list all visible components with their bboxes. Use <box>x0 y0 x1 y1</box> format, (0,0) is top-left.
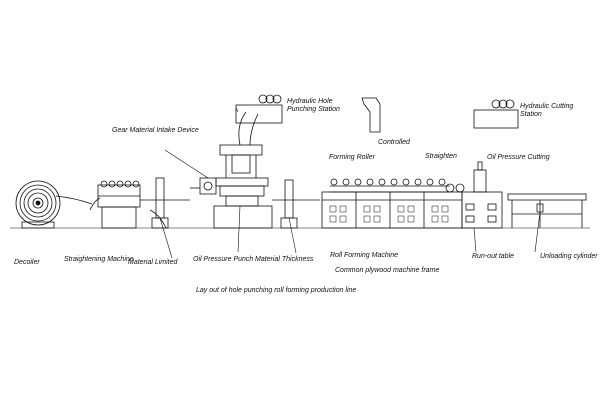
hydraulic-cutting-unit <box>473 99 519 129</box>
label-hydraulic-cutting-station: Hydraulic Cutting Station <box>520 103 574 118</box>
label-forming-roller: Forming Roller <box>329 154 375 161</box>
hole-punching-station <box>190 111 273 229</box>
label-material-thickness: Material Thickness <box>255 256 314 263</box>
label-run-out-table: Run-out table <box>472 253 515 260</box>
label-oil-pressure-cutting: Oil Pressure Cutting <box>487 154 550 161</box>
straighten-and-cutting-unit <box>445 161 503 229</box>
material-limited-device <box>140 177 190 229</box>
decoiler-machine <box>15 180 93 229</box>
straightening-machine <box>89 180 141 229</box>
label-straightening-machine: Straightening Machine <box>64 256 134 263</box>
material-thickness-device <box>272 179 320 229</box>
label-unloading-cylinder: Unloading cylinder <box>540 253 598 260</box>
label-oil-pressure-punch: Oil Pressure Punch <box>193 256 254 263</box>
diagram-caption: Lay out of hole punching roll forming pr… <box>196 287 357 294</box>
label-controlled: Controlled <box>378 139 410 146</box>
label-decoiler: Decoiler <box>14 259 40 266</box>
hydraulic-hole-punching-unit <box>235 94 283 124</box>
label-common-plywood-machine-frame: Common plywood machine frame <box>335 267 440 274</box>
run-out-table <box>507 193 587 228</box>
label-straighten: Straighten <box>425 153 457 160</box>
controlled-symbol <box>361 97 381 133</box>
leader-lines <box>159 107 541 259</box>
roll-forming-machine <box>321 178 463 229</box>
label-roll-forming-machine: Roll Forming Machine <box>330 252 399 259</box>
label-hydraulic-hole-punching-station: Hydraulic Hole Punching Station <box>287 98 340 113</box>
label-gear-material-intake-device: Gear Material Intake Device <box>112 127 199 134</box>
label-material-limited: Material Limited <box>128 259 178 266</box>
